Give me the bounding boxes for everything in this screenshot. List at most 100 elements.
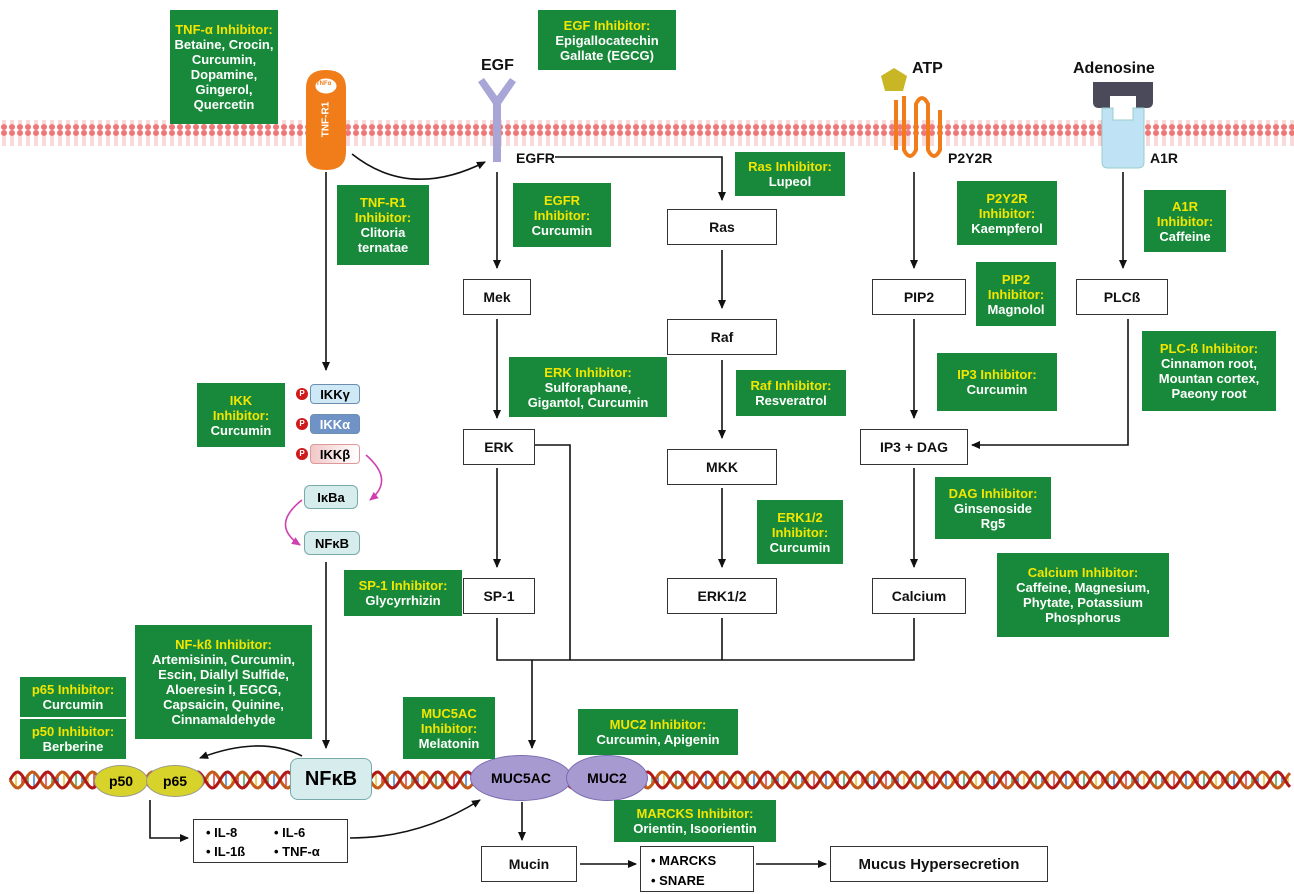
inhibitor-compound: Curcumin, Apigenin — [596, 732, 720, 747]
muc2-inhibitor-box: MUC2 Inhibitor:Curcumin, Apigenin — [578, 709, 738, 755]
p65-oval: p65 — [146, 765, 204, 797]
plcb-inhibitor-box: PLC-ß Inhibitor:Cinnamon root,Mountan co… — [1142, 331, 1276, 411]
inhibitor-compound: Quercetin — [193, 97, 255, 112]
inhibitor-compound: Resveratrol — [755, 393, 827, 408]
inhibitor-title: Raf Inhibitor: — [750, 378, 832, 393]
atp-shape — [881, 68, 907, 91]
inhibitor-compound: Curcumin, — [191, 52, 257, 67]
erk12-node: ERK1/2 — [667, 578, 777, 614]
adenosine-label: Adenosine — [1073, 60, 1155, 77]
inhibitor-compound: Caffeine — [1159, 228, 1211, 244]
cytokine-tnfa: • TNF-α — [274, 844, 320, 859]
inhibitor-title: Inhibitor: — [1156, 213, 1214, 229]
muc5ac-oval: MUC5AC — [470, 755, 572, 801]
inhibitor-title: PLC-ß Inhibitor: — [1159, 341, 1259, 356]
inhibitor-title: MUC2 Inhibitor: — [609, 717, 707, 732]
inhibitor-title: Inhibitor: — [987, 286, 1045, 302]
inhibitor-compound: Escin, Diallyl Sulfide, — [158, 667, 289, 682]
inhibitor-compound: Sulforaphane, — [544, 379, 632, 395]
cytokine-list: • IL-8 • IL-6 • IL-1ß • TNF-α — [193, 819, 348, 863]
inhibitor-title: P2Y2R — [986, 190, 1028, 206]
dna-backbone — [8, 770, 1292, 790]
inhibitor-title: p65 Inhibitor: — [31, 682, 115, 697]
inhibitor-title: Inhibitor: — [978, 205, 1036, 221]
inhibitor-compound: Curcumin — [531, 222, 593, 238]
raf-inhibitor-box: Raf Inhibitor:Resveratrol — [736, 370, 846, 416]
inhibitor-compound: Epigallocatechin — [555, 32, 659, 48]
inhibitor-title: Ras Inhibitor: — [748, 159, 832, 174]
inhibitor-compound: Glycyrrhizin — [365, 593, 441, 608]
inhibitor-compound: Lupeol — [768, 174, 812, 189]
inhibitor-title: SP-1 Inhibitor: — [358, 578, 448, 593]
ikk-gamma: IKKγ — [310, 384, 360, 404]
inhibitor-compound: Gigantol, Curcumin — [527, 394, 649, 410]
nfkb-node: NFκB — [304, 531, 360, 555]
atp-label: ATP — [912, 60, 943, 77]
inhibitor-compound: Paeony root — [1171, 386, 1247, 401]
egfr-label: EGFR — [516, 150, 555, 166]
inhibitor-compound: Gingerol, — [195, 82, 253, 97]
inhibitor-compound: Curcumin — [769, 539, 831, 555]
ikk-alpha: IKKα — [310, 414, 360, 434]
raf-node: Raf — [667, 319, 777, 355]
inhibitor-title: p50 Inhibitor: — [31, 724, 115, 739]
muc2-oval: MUC2 — [566, 755, 648, 801]
inhibitor-compound: Gallate (EGCG) — [560, 47, 654, 63]
inhibitor-title: ERK Inhibitor: — [544, 364, 632, 380]
inhibitor-title: Inhibitor: — [771, 524, 829, 540]
inhibitor-compound: Caffeine, Magnesium, — [1016, 580, 1150, 595]
inhibitor-title: DAG Inhibitor: — [948, 485, 1038, 501]
cytokine-il8: • IL-8 — [206, 825, 238, 840]
p50-inhibitor-box: p50 Inhibitor:Berberine — [20, 719, 126, 759]
a1r-label: A1R — [1150, 150, 1179, 166]
inhibitor-title: A1R — [1171, 198, 1198, 214]
a1r-receptor — [1101, 107, 1145, 169]
plcb-node: PLCß — [1076, 279, 1168, 315]
inhibitor-compound: Curcumin — [210, 422, 272, 438]
dna-backbone — [8, 770, 1292, 790]
calcium-node: Calcium — [872, 578, 966, 614]
cytokine-il1b: • IL-1ß — [206, 844, 246, 859]
inhibitor-compound: Ginsenoside — [953, 500, 1033, 516]
pip2-node: PIP2 — [872, 279, 966, 315]
mucin-node: Mucin — [481, 846, 577, 882]
p2y2r-label: P2Y2R — [948, 150, 993, 166]
inhibitor-compound: Phosphorus — [1045, 610, 1121, 625]
inhibitor-title: Calcium Inhibitor: — [1027, 565, 1139, 580]
inhibitor-compound: Aloeresin I, EGCG, — [165, 682, 282, 697]
inhibitor-title: TNF-R1 — [359, 195, 407, 210]
ras-node: Ras — [667, 209, 777, 245]
inhibitor-title: MUC5AC — [421, 705, 477, 721]
marcks-inhibitor-box: MARCKS Inhibitor:Orientin, Isoorientin — [614, 800, 776, 842]
p65-inhibitor-box: p65 Inhibitor:Curcumin — [20, 677, 126, 717]
inhibitor-compound: Mountan cortex, — [1158, 371, 1260, 386]
ikk-beta: IKKβ — [310, 444, 360, 464]
inhibitor-title: IP3 Inhibitor: — [957, 367, 1037, 382]
nfkb-inhibitor-box: NF-kß Inhibitor:Artemisinin, Curcumin,Es… — [135, 625, 312, 739]
inhibitor-title: Inhibitor: — [212, 407, 270, 423]
tnf-r1-receptor — [306, 70, 346, 170]
sp1-inhibitor-box: SP-1 Inhibitor:Glycyrrhizin — [344, 570, 462, 616]
inhibitor-compound: Betaine, Crocin, — [174, 37, 274, 52]
inhibitor-compound: Melatonin — [418, 735, 480, 751]
inhibitor-title: Inhibitor: — [420, 720, 478, 736]
inhibitor-compound: Dopamine, — [190, 67, 258, 82]
inhibitor-title: Inhibitor: — [533, 207, 591, 223]
inhibitor-compound: Orientin, Isoorientin — [633, 821, 757, 836]
phospho-dot: P — [296, 388, 308, 400]
calcium-inhibitor-box: Calcium Inhibitor:Caffeine, Magnesium, Ph… — [997, 553, 1169, 637]
adenosine-shape — [1093, 82, 1153, 108]
inhibitor-compound: Capsaicin, Quinine, — [163, 697, 284, 712]
ip3-dag-node: IP3 + DAG — [860, 429, 968, 465]
phospho-dot: P — [296, 418, 308, 430]
phospho-dot: P — [296, 448, 308, 460]
inhibitor-compound: Artemisinin, Curcumin, — [151, 652, 296, 667]
inhibitor-compound: Clitoria — [360, 225, 406, 240]
inhibitor-title: PIP2 — [1001, 271, 1031, 287]
